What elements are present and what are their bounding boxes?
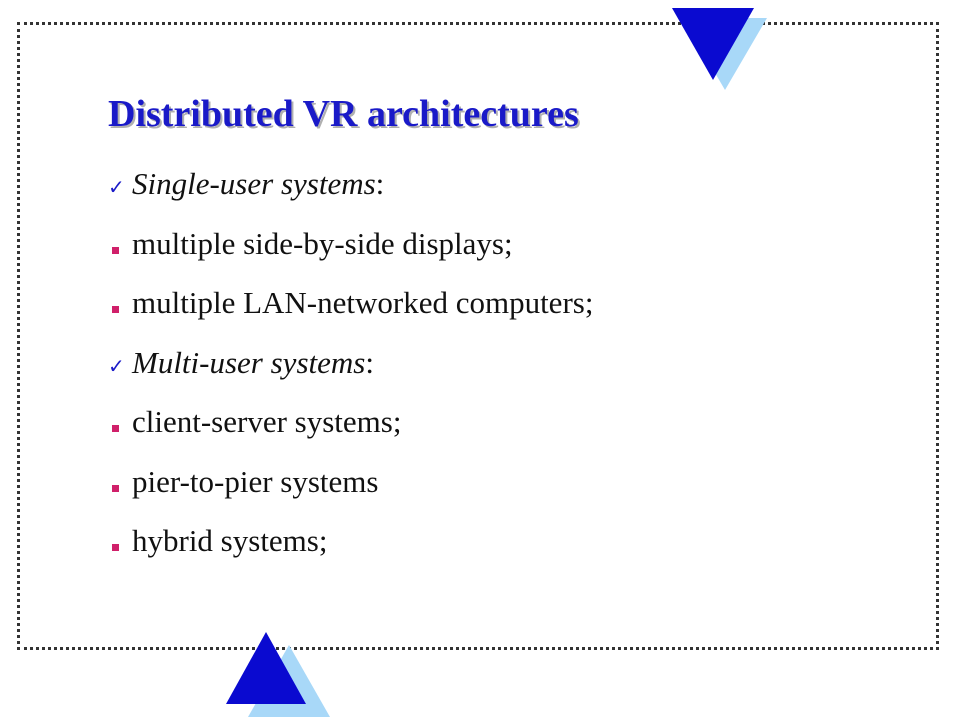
section-heading-item: ✓ Single-user systems: bbox=[108, 164, 384, 204]
list-item: pier-to-pier systems bbox=[108, 462, 378, 502]
item-text: hybrid systems; bbox=[132, 523, 328, 558]
slide-title: Distributed VR architectures bbox=[108, 93, 579, 135]
square-bullet-icon bbox=[108, 523, 132, 559]
list-item: hybrid systems; bbox=[108, 521, 327, 561]
list-item: client-server systems; bbox=[108, 402, 401, 442]
checkmark-icon: ✓ bbox=[108, 175, 125, 199]
list-item: multiple side-by-side displays; bbox=[108, 224, 513, 264]
square-bullet-icon bbox=[108, 285, 132, 321]
item-text: client-server systems; bbox=[132, 404, 402, 439]
item-text: multiple LAN-networked computers; bbox=[132, 285, 594, 320]
item-suffix: : bbox=[365, 345, 374, 380]
triangle-up-icon bbox=[226, 632, 306, 704]
list-item: multiple LAN-networked computers; bbox=[108, 283, 593, 323]
section-heading-item: ✓ Multi-user systems: bbox=[108, 343, 374, 383]
item-text: Multi-user systems bbox=[132, 345, 366, 380]
item-text: multiple side-by-side displays; bbox=[132, 226, 513, 261]
item-text: Single-user systems bbox=[132, 166, 376, 201]
square-bullet-icon bbox=[108, 404, 132, 440]
item-text: pier-to-pier systems bbox=[132, 464, 379, 499]
square-bullet-icon bbox=[108, 226, 132, 262]
checkmark-icon: ✓ bbox=[108, 354, 125, 378]
item-suffix: : bbox=[375, 166, 385, 201]
dotted-frame bbox=[17, 22, 939, 650]
square-bullet-icon bbox=[108, 464, 132, 500]
triangle-down-icon bbox=[672, 8, 754, 80]
